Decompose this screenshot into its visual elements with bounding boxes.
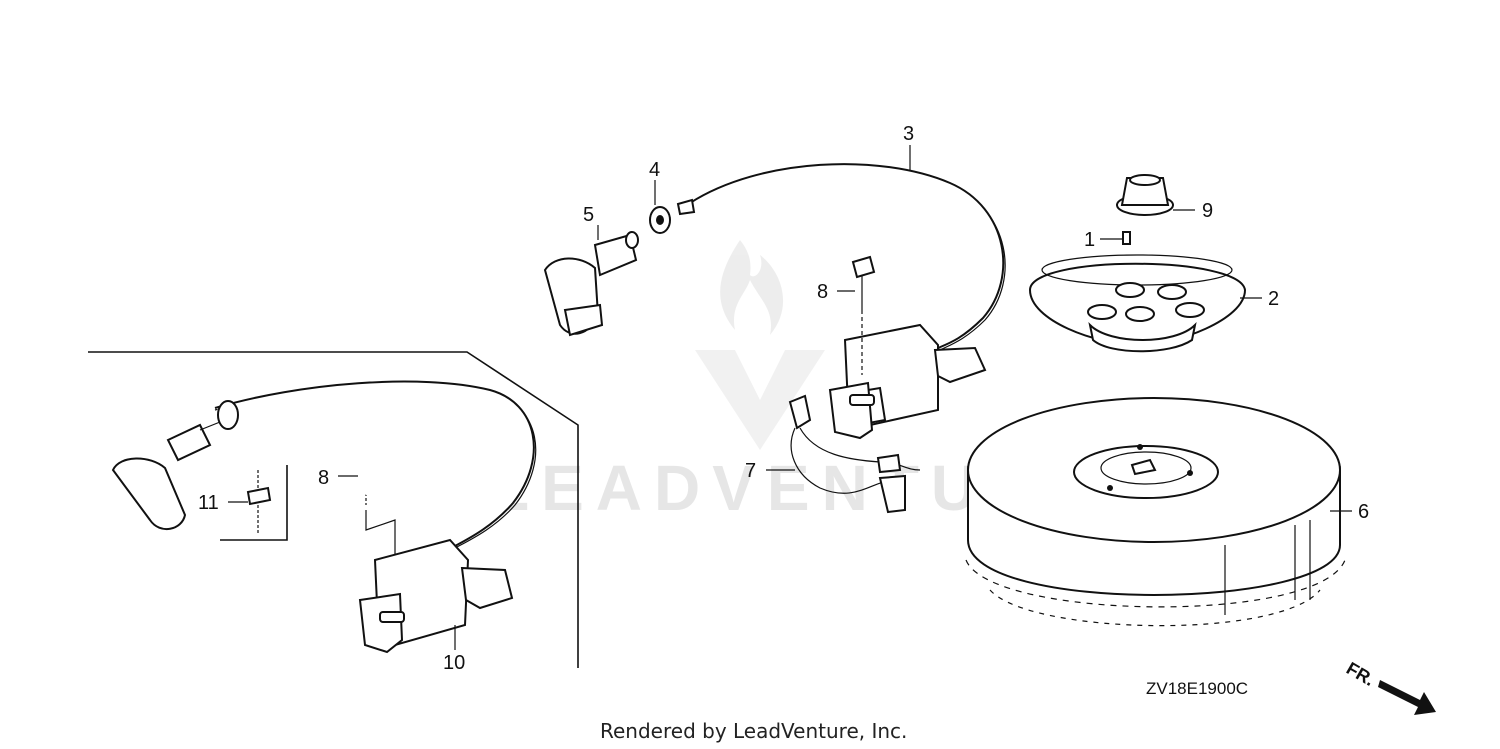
callout-6: 6 <box>1358 501 1369 523</box>
flywheel[interactable] <box>965 397 1346 627</box>
starter-cup[interactable] <box>1028 254 1247 353</box>
callout-10: 10 <box>443 652 465 674</box>
callout-3: 3 <box>903 123 914 145</box>
callout-11: 11 <box>198 492 219 514</box>
callout-2: 2 <box>1268 288 1279 310</box>
callout-7: 7 <box>745 460 756 482</box>
woodruff-key[interactable] <box>1122 231 1131 245</box>
callout-4: 4 <box>649 159 660 181</box>
ignition-coil-inset[interactable] <box>111 380 537 654</box>
direction-label: FR. <box>1343 658 1378 690</box>
callout-8-lower: 8 <box>318 467 329 489</box>
watermark-logo <box>695 240 825 450</box>
flange-nut[interactable] <box>1116 174 1174 216</box>
callout-1: 1 <box>1084 229 1095 251</box>
callout-8-upper: 8 <box>817 281 828 303</box>
ht-terminal-main <box>676 198 696 216</box>
lead-seal[interactable] <box>649 206 671 234</box>
drawing-code: ZV18E1900C <box>1146 679 1248 698</box>
footer-credit: Rendered by LeadVenture, Inc. <box>600 719 907 743</box>
bolt-upper[interactable] <box>851 255 876 375</box>
front-direction-arrow: FR. <box>1343 658 1436 715</box>
spark-plug-cap[interactable] <box>543 231 639 337</box>
callout-9: 9 <box>1202 200 1213 222</box>
wire-harness[interactable] <box>788 394 921 514</box>
inset-border <box>88 351 579 668</box>
ignition-coil-main[interactable] <box>689 163 1006 440</box>
callout-5: 5 <box>583 204 594 226</box>
stud-bolt[interactable] <box>246 470 272 535</box>
stud-bracket <box>220 465 288 541</box>
leader-lines <box>228 145 1352 650</box>
